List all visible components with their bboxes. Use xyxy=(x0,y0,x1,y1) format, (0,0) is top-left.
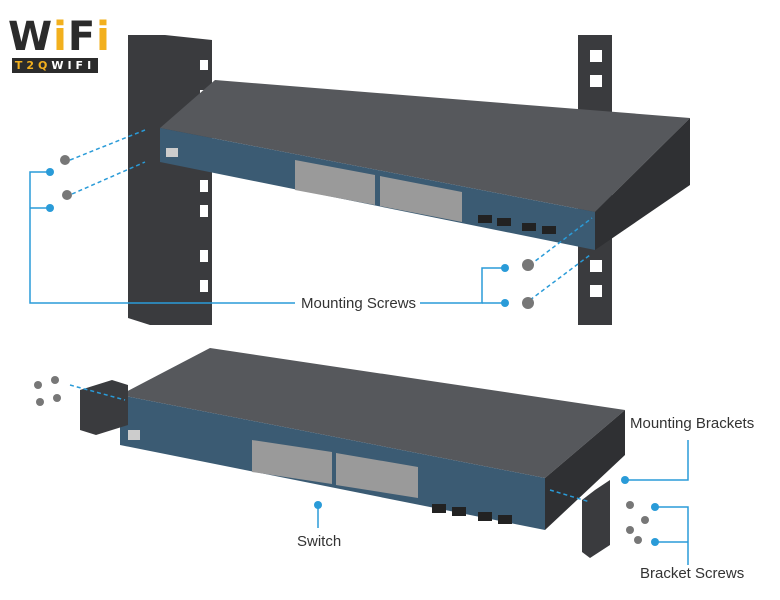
screw-icons xyxy=(60,155,534,309)
rack-left-post xyxy=(128,35,212,325)
label-mounting-screws: Mounting Screws xyxy=(298,295,420,312)
logo-letter: F xyxy=(67,14,97,60)
switch-rack-mounted xyxy=(160,80,690,250)
label-mounting-brackets: Mounting Brackets xyxy=(627,415,758,432)
logo-tagline: T2Q xyxy=(14,59,52,72)
mounting-screws-callout xyxy=(29,129,593,304)
logo-letter: i xyxy=(53,14,68,60)
logo-tagline: WIFI xyxy=(51,59,96,72)
bracket-right xyxy=(582,480,610,558)
rj45-port-bank xyxy=(295,160,462,222)
callout-dots xyxy=(46,168,509,307)
label-bracket-screws: Bracket Screws xyxy=(637,565,748,582)
logo-letter: W xyxy=(8,14,54,60)
logo-letter: i xyxy=(96,14,111,60)
bracket-screw-icons xyxy=(34,376,649,544)
bracket-left xyxy=(80,380,128,435)
switch-with-brackets xyxy=(80,348,625,558)
bottom-callouts xyxy=(69,384,689,565)
label-switch: Switch xyxy=(294,533,345,550)
